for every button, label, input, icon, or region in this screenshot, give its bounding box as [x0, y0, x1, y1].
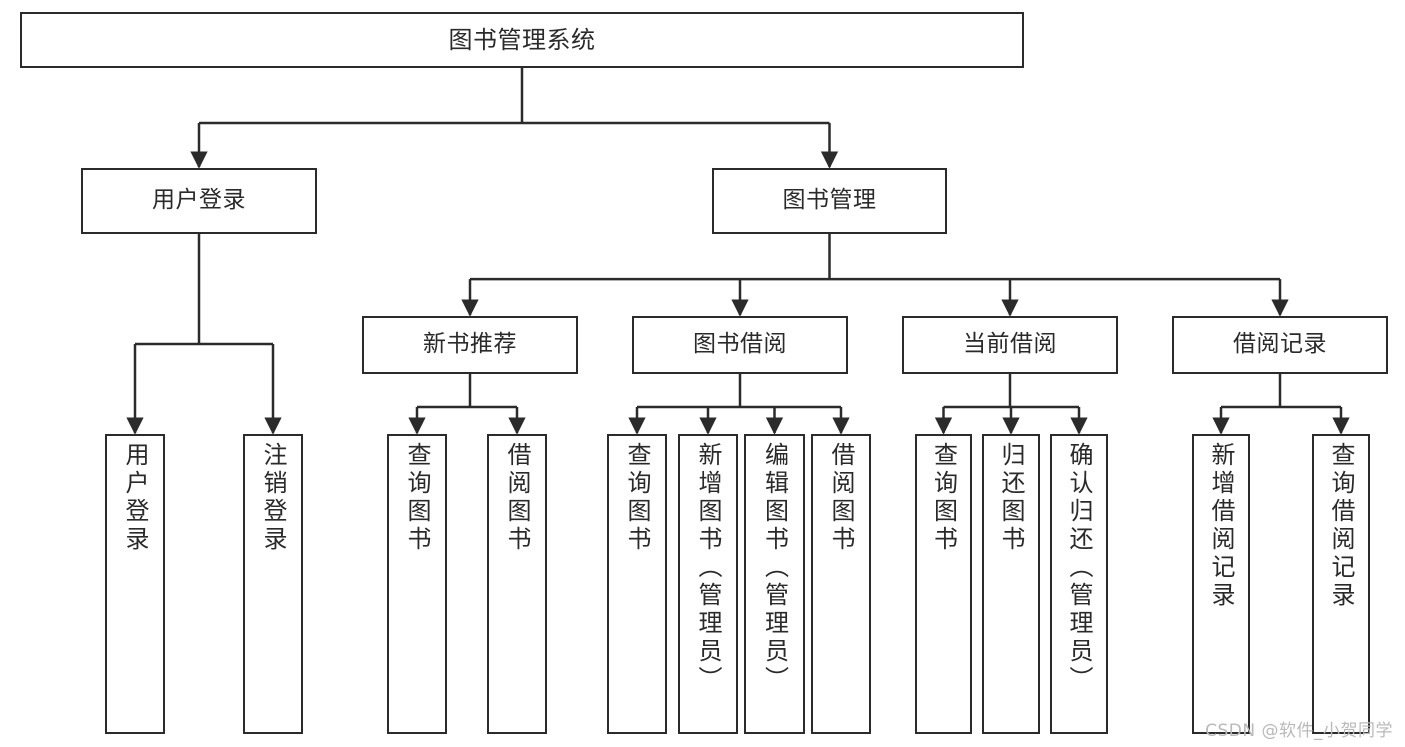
- node-leaf-user-login[interactable]: 用户登录: [105, 434, 165, 734]
- node-root-label: 图书管理系统: [448, 25, 596, 54]
- node-leaf-return-book-label: 归还图书: [997, 442, 1025, 554]
- node-leaf-borrow-book-newbooks-label: 借阅图书: [503, 442, 531, 554]
- node-leaf-query-book-current-label: 查询图书: [929, 442, 958, 554]
- node-leaf-return-book[interactable]: 归还图书: [982, 434, 1040, 734]
- node-leaf-add-book[interactable]: 新增图书（管理员）: [678, 434, 738, 734]
- node-user-login-label: 用户登录: [152, 187, 246, 214]
- node-new-book-recommend-label: 新书推荐: [423, 331, 517, 358]
- node-leaf-borrow-book-label: 借阅图书: [827, 442, 855, 554]
- node-leaf-edit-book[interactable]: 编辑图书（管理员）: [744, 434, 805, 734]
- node-new-book-recommend[interactable]: 新书推荐: [362, 316, 578, 374]
- node-user-login[interactable]: 用户登录: [81, 168, 317, 234]
- node-borrow-records-label: 借阅记录: [1233, 331, 1327, 358]
- node-leaf-query-book-newbooks[interactable]: 查询图书: [387, 434, 447, 734]
- node-current-borrow-label: 当前借阅: [963, 331, 1057, 358]
- node-leaf-edit-book-label: 编辑图书（管理员）: [760, 442, 789, 694]
- node-leaf-add-borrow-record[interactable]: 新增借阅记录: [1192, 434, 1250, 734]
- node-leaf-user-login-label: 用户登录: [121, 442, 149, 554]
- node-leaf-borrow-book[interactable]: 借阅图书: [811, 434, 871, 734]
- node-book-management[interactable]: 图书管理: [712, 168, 947, 234]
- node-leaf-query-book-borrow[interactable]: 查询图书: [607, 434, 667, 734]
- node-leaf-logout-label: 注销登录: [259, 442, 287, 554]
- node-leaf-confirm-return[interactable]: 确认归还（管理员）: [1050, 434, 1108, 734]
- node-leaf-confirm-return-label: 确认归还（管理员）: [1065, 442, 1093, 694]
- node-root[interactable]: 图书管理系统: [20, 12, 1024, 68]
- node-leaf-add-borrow-record-label: 新增借阅记录: [1207, 442, 1235, 610]
- node-leaf-borrow-book-newbooks[interactable]: 借阅图书: [487, 434, 547, 734]
- node-book-management-label: 图书管理: [782, 187, 877, 214]
- node-book-borrow-label: 图书借阅: [693, 331, 787, 358]
- node-leaf-query-book-borrow-label: 查询图书: [623, 442, 651, 554]
- node-book-borrow[interactable]: 图书借阅: [632, 316, 848, 374]
- node-leaf-query-borrow-record[interactable]: 查询借阅记录: [1312, 434, 1370, 734]
- node-leaf-logout[interactable]: 注销登录: [243, 434, 303, 734]
- node-leaf-query-book-newbooks-label: 查询图书: [403, 442, 431, 554]
- node-leaf-query-borrow-record-label: 查询借阅记录: [1327, 442, 1355, 610]
- node-leaf-query-book-current[interactable]: 查询图书: [915, 434, 972, 734]
- node-borrow-records[interactable]: 借阅记录: [1172, 316, 1388, 374]
- node-leaf-add-book-label: 新增图书（管理员）: [694, 442, 722, 694]
- watermark: CSDN @软件_小贺同学: [1205, 721, 1393, 741]
- node-current-borrow[interactable]: 当前借阅: [902, 316, 1118, 374]
